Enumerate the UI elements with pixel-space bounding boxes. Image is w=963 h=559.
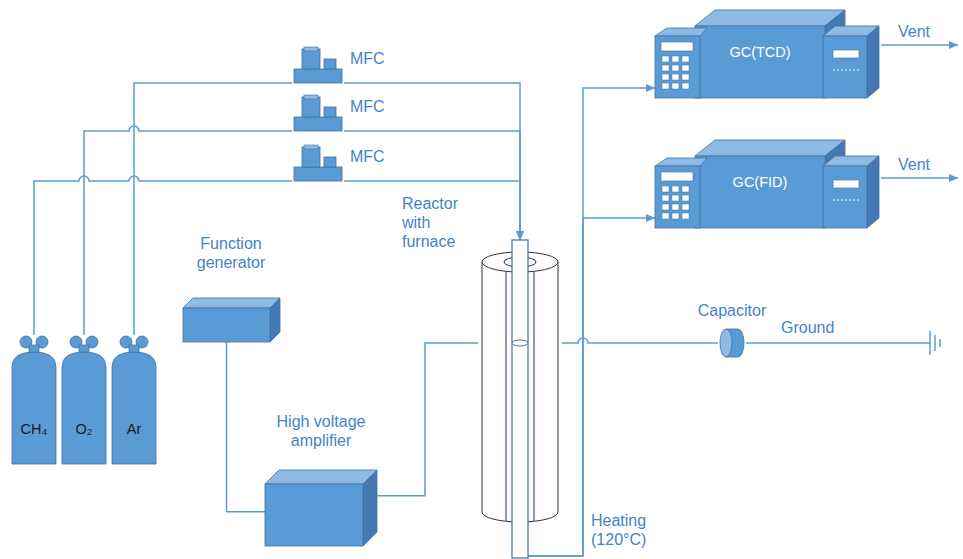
gas-line [344,131,520,240]
mfc-unit: MFC [292,45,344,85]
gc-instrument: GC(TCD) [655,8,880,98]
node-label: Capacitor [686,301,778,320]
capacitor-shape [718,328,746,358]
mfc-unit-shape [292,143,344,183]
mfc-unit: MFC [292,143,344,183]
gas-cylinder-shape [110,335,158,465]
mfc-unit: MFC [292,93,344,133]
node-label: GC(TCD) [695,44,825,61]
annotation-label: Ground [781,318,834,337]
hv-amplifier-shape [265,470,377,546]
gas-line [84,126,292,335]
vent-arrow [881,177,958,179]
node-label: Ar [110,421,158,438]
gc-instrument: GC(FID) [655,138,880,228]
gas-line [377,343,478,496]
node-label: GC(FID) [695,174,825,191]
annotation-label: Vent [898,22,930,41]
gas-cylinder: CH₄ [10,335,58,465]
mfc-unit-shape [292,45,344,85]
ground-wire [746,342,930,344]
node-label: Function generator [175,234,287,272]
reactor-furnace-shape [478,240,562,528]
gas-line [562,338,718,343]
vent-arrow [881,44,958,46]
node-label: MFC [350,147,385,166]
node-label: High voltage amplifier [265,412,377,450]
function-generator-shape [183,298,280,342]
gas-cylinder-shape [60,335,108,465]
annotation-label: Vent [898,155,930,174]
mfc-unit-shape [292,93,344,133]
node-label: O₂ [60,421,108,438]
ground-symbol [930,331,940,355]
annotation-label: Heating (120°C) [591,511,673,549]
gas-line [344,83,520,240]
node-label: MFC [350,49,385,68]
gas-cylinder-shape [10,335,58,465]
hv-amplifier: High voltage amplifier [265,470,377,546]
gas-cylinder: O₂ [60,335,108,465]
node-label: Reactor with furnace [402,194,472,252]
gas-line [227,342,266,512]
capacitor: Capacitor [718,328,746,358]
node-label: CH₄ [10,421,58,438]
gas-line [134,83,292,335]
function-generator: Function generator [183,298,280,342]
node-label: MFC [350,97,385,116]
gas-cylinder: Ar [110,335,158,465]
reactor-furnace: Reactor with furnace [478,240,562,528]
